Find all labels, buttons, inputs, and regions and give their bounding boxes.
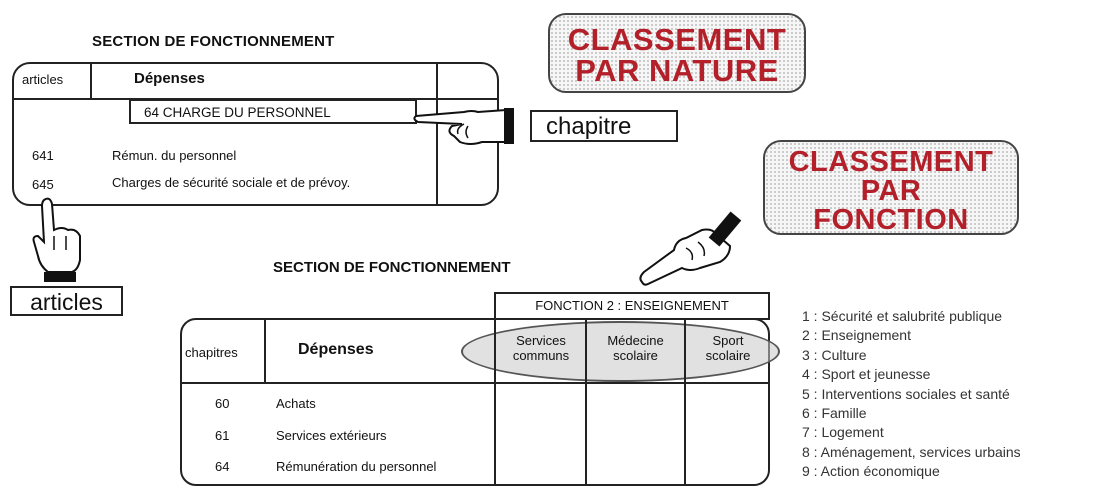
row-code: 60 (215, 396, 230, 411)
chapter-label-box: 64 CHARGE DU PERSONNEL (129, 99, 417, 124)
legend-item: 5 : Interventions sociales et santé (802, 386, 1010, 402)
bottom-section-title: SECTION DE FONCTIONNEMENT (273, 259, 511, 276)
stamp-text: FONCTION (813, 204, 969, 236)
stamp-text: CLASSEMENT (788, 146, 994, 178)
column-divider (436, 64, 438, 204)
row-code: 645 (32, 177, 54, 192)
function-columns-highlight (461, 321, 780, 382)
row-label: Achats (276, 396, 316, 411)
legend-item: 1 : Sécurité et salubrité publique (802, 308, 1003, 324)
row-label: Charges de sécurité sociale et de prévoy… (112, 175, 351, 190)
subcolumn-header-line: Médecine (607, 333, 664, 348)
column-header-articles: articles (22, 72, 64, 87)
subcolumn-header-line: Sport (712, 333, 744, 348)
stamp-text: CLASSEMENT (567, 22, 787, 57)
column-header-depenses: Dépenses (298, 341, 374, 358)
pointing-hand-right-icon (413, 108, 514, 145)
stamp-classement-par-nature: CLASSEMENT PAR NATURE (548, 13, 806, 93)
subcolumn-header-line: scolaire (613, 348, 658, 363)
articles-callout: articles (10, 286, 123, 316)
column-divider (494, 318, 496, 486)
row-label: Services extérieurs (276, 428, 387, 443)
legend-item: 8 : Aménagement, services urbains (802, 444, 1021, 460)
column-header-depenses: Dépenses (134, 70, 205, 87)
subcolumn-header-line: scolaire (705, 348, 751, 363)
row-label: Rémunération du personnel (276, 459, 437, 474)
legend-item: 3 : Culture (802, 347, 867, 363)
subcolumn-header: Services communs (497, 333, 585, 363)
legend-item: 9 : Action économique (802, 463, 940, 479)
stamp-text: PAR NATURE (575, 53, 779, 88)
subcolumn-header-line: Services (516, 333, 566, 348)
subcolumn-header-line: communs (512, 348, 570, 363)
pointing-hand-down-left-icon (639, 211, 742, 286)
legend-item: 2 : Enseignement (802, 327, 911, 343)
row-code: 641 (32, 148, 54, 163)
row-code: 64 (215, 459, 230, 474)
row-label: Rémun. du personnel (112, 148, 237, 163)
bottom-expense-table (180, 318, 770, 486)
table-divider (181, 382, 769, 384)
column-divider (684, 318, 686, 486)
legend-item: 4 : Sport et jeunesse (802, 366, 931, 382)
fonction-header: FONCTION 2 : ENSEIGNEMENT (494, 292, 770, 320)
pointing-hand-up-icon (32, 197, 81, 282)
top-section-title: SECTION DE FONCTIONNEMENT (92, 33, 335, 50)
chapitre-callout: chapitre (530, 110, 678, 142)
legend-item: 7 : Logement (802, 424, 884, 440)
column-divider (585, 318, 587, 486)
legend-item: 6 : Famille (802, 405, 867, 421)
column-header-chapitres: chapitres (185, 345, 238, 360)
subcolumn-header: Sport scolaire (686, 333, 770, 363)
stamp-text: PAR (860, 175, 922, 207)
column-divider (264, 318, 266, 382)
subcolumn-header: Médecine scolaire (587, 333, 684, 363)
row-code: 61 (215, 428, 230, 443)
column-divider (90, 64, 92, 98)
stamp-classement-par-fonction: CLASSEMENT PAR FONCTION (763, 140, 1019, 235)
